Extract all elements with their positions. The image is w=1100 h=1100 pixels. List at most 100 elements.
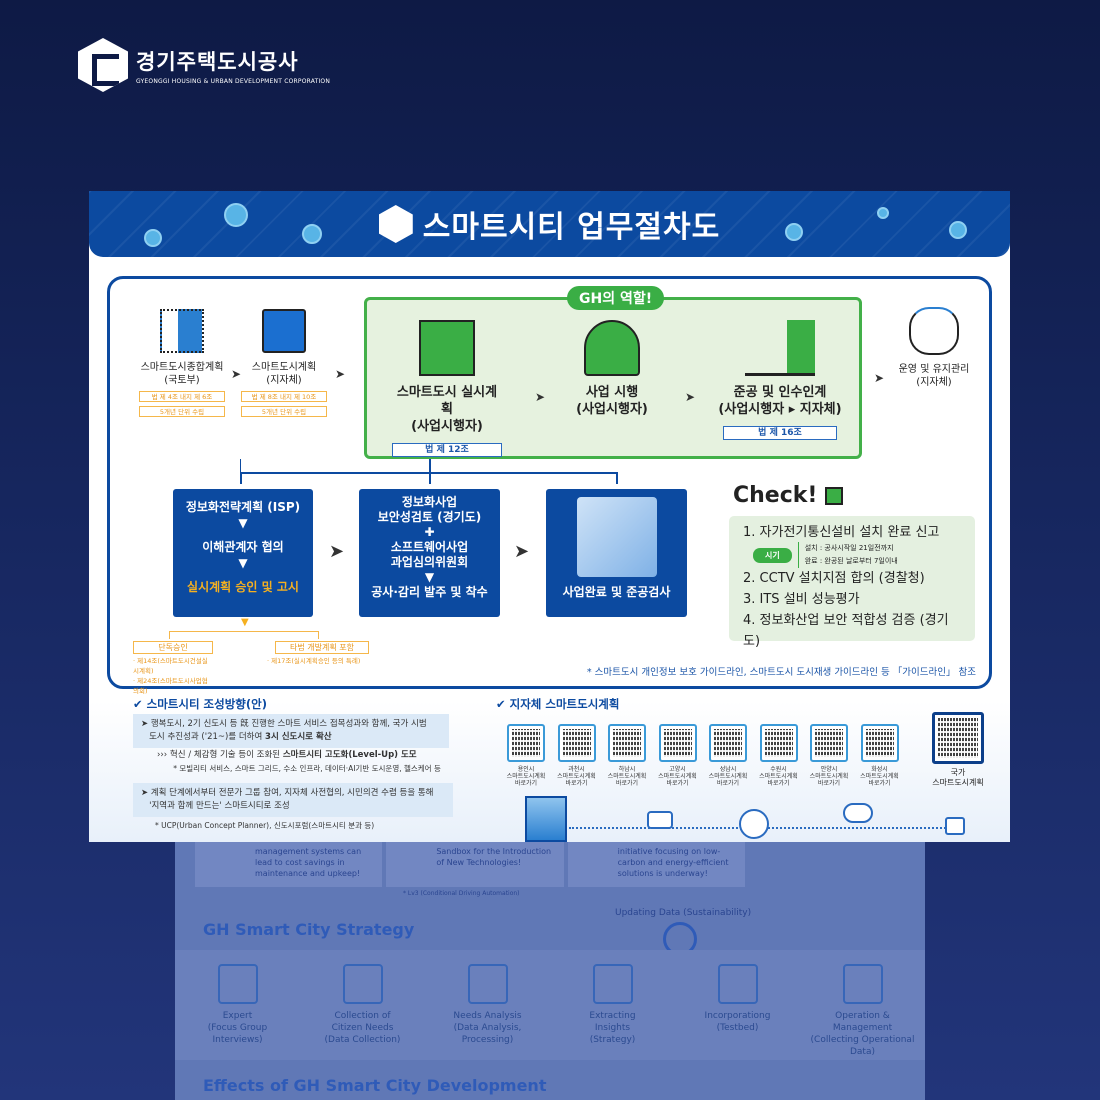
blueprint-icon xyxy=(262,309,306,353)
clipboard-thumb-icon xyxy=(825,487,844,505)
check-list: 1. 자가전기통신설비 설치 완료 신고 시기 설치 : 공사시작일 21일전까… xyxy=(729,516,975,649)
laptop-icon xyxy=(592,964,633,1004)
handshake-icon xyxy=(909,307,959,355)
circuit-icon xyxy=(717,964,758,1004)
arrow-icon: ➤ xyxy=(329,541,345,562)
guideline-footnote: * 스마트도시 개인정보 보호 가이드라인, 스마트도시 도시재생 가이드라인 … xyxy=(586,667,976,678)
gh-role-badge: GH의 역할! xyxy=(567,286,665,310)
blueprint-check-icon xyxy=(419,320,475,376)
arrow-icon: ➤ xyxy=(335,367,346,381)
behind-card: management systems can lead to cost savi… xyxy=(195,842,383,887)
behind-card: initiative focusing on low-carbon and en… xyxy=(567,842,745,887)
wifi-pin-icon xyxy=(302,224,322,244)
gh-role-box: GH의 역할! 스마트도시 실시계획(사업시행자) 법 제 12조 ➤ 사업 시… xyxy=(364,286,862,459)
gh-step-complete: 준공 및 인수인계(사업시행자 ▸ 지자체) 법 제 16조 xyxy=(717,320,843,440)
direction-note: * UCP(Urban Concept Planner), 신도시포럼(스마트시… xyxy=(155,821,375,830)
effects-title: Effects of GH Smart City Development xyxy=(203,1076,547,1095)
checklist-icon xyxy=(342,964,383,1004)
step-operation: 운영 및 유지관리(지자체) xyxy=(889,307,979,389)
direction-point-1: ➤ 행복도시, 2기 신도시 등 旣 진행한 스마트 서비스 접목성과와 함께,… xyxy=(133,714,449,748)
updating-label: Updating Data (Sustainability) xyxy=(615,908,752,918)
heart-pin-icon xyxy=(949,221,967,239)
qr-code-icon xyxy=(938,718,978,758)
strategy-step: Incorporationg(Testbed) xyxy=(683,964,793,1060)
qr-code-icon xyxy=(865,729,894,757)
strategy-title: GH Smart City Strategy xyxy=(203,920,415,939)
arrow-icon: ➤ xyxy=(231,367,242,381)
behind-card: Sandbox for the Introduction of New Tech… xyxy=(386,842,564,887)
gh-logo-icon xyxy=(78,38,128,92)
chart-icon xyxy=(467,964,508,1004)
qr-code-icon xyxy=(815,729,843,757)
smart-building-icon xyxy=(525,796,567,842)
smart-city-icon xyxy=(576,497,657,577)
arrow-icon: ➤ xyxy=(535,390,546,404)
approval-other-law: 타법 개발계획 포함 · 제17조(실시계획승인 등의 특례) xyxy=(267,637,377,666)
gh-step-plan: 스마트도시 실시계획(사업시행자) 법 제 12조 xyxy=(392,320,502,457)
direction-point-2: ››› 혁신 / 체감형 기술 등이 조화된 스마트시티 고도화(Level-U… xyxy=(157,750,441,773)
arrow-down-icon: ▼ xyxy=(241,617,249,628)
crane-building-icon xyxy=(745,320,815,376)
arrow-icon: ➤ xyxy=(874,371,885,385)
logo-korean: 경기주택도시공사 xyxy=(136,49,299,74)
touch-keypad-icon xyxy=(945,817,965,835)
pin-icon xyxy=(877,207,889,219)
isp-box: 정보화전략계획 (ISP)▼이해관계자 협의▼ 실시계획 승인 및 고시 xyxy=(173,489,313,617)
eco-gear-icon xyxy=(739,809,769,839)
background-document: management systems can lead to cost savi… xyxy=(175,842,925,1100)
qr-code-icon xyxy=(764,729,793,757)
page-title: 스마트시티 업무절차도 xyxy=(422,210,721,245)
gear-clipboard-icon xyxy=(842,964,883,1004)
buildings-icon xyxy=(160,309,204,353)
connector-line xyxy=(240,472,617,474)
strategy-step: Expert(Focus Group Interviews) xyxy=(183,964,293,1060)
qr-national[interactable]: 국가 스마트도시계획 xyxy=(932,712,984,788)
lv3-note: * Lv3 (Conditional Driving Automation) xyxy=(403,890,520,897)
gh-step-execute: 사업 시행(사업시행자) xyxy=(557,320,667,418)
arrow-icon: ➤ xyxy=(514,541,530,562)
qr-code-icon xyxy=(512,729,540,757)
title-banner: 스마트시티 업무절차도 xyxy=(89,191,1010,257)
check-title: Check! xyxy=(733,483,844,508)
qr-code-icon xyxy=(613,729,641,757)
strategy-step: Needs Analysis(Data Analysis,Processing) xyxy=(433,964,543,1060)
procedure-frame xyxy=(107,276,992,689)
gh-logo-icon xyxy=(378,205,413,243)
local-plan-title: ✔ 지자체 스마트도시계획 xyxy=(496,697,620,711)
logo-english: GYEONGGI HOUSING & URBAN DEVELOPMENT COR… xyxy=(136,77,331,85)
qr-code-icon xyxy=(714,729,742,757)
worker-icon xyxy=(584,320,640,376)
qr-code-icon xyxy=(562,729,591,757)
strategy-step: Operation &Management(Collecting Operati… xyxy=(808,964,918,1060)
drone-icon xyxy=(647,811,673,829)
cctv-pin-icon xyxy=(224,203,248,227)
gh-logo: 경기주택도시공사 GYEONGGI HOUSING & URBAN DEVELO… xyxy=(78,38,330,92)
bolt-pin-icon xyxy=(785,223,803,241)
pin-icon xyxy=(144,229,162,247)
completion-box: 사업완료 및 준공검사 xyxy=(546,489,687,617)
qr-code-icon xyxy=(663,729,692,757)
direction-point-3: ➤ 계획 단계에서부터 전문가 그룹 참여, 지자체 사전협의, 시민의견 수렴… xyxy=(133,783,453,817)
cloud-network-icon xyxy=(843,803,873,823)
timing-badge: 시기 xyxy=(753,547,792,563)
